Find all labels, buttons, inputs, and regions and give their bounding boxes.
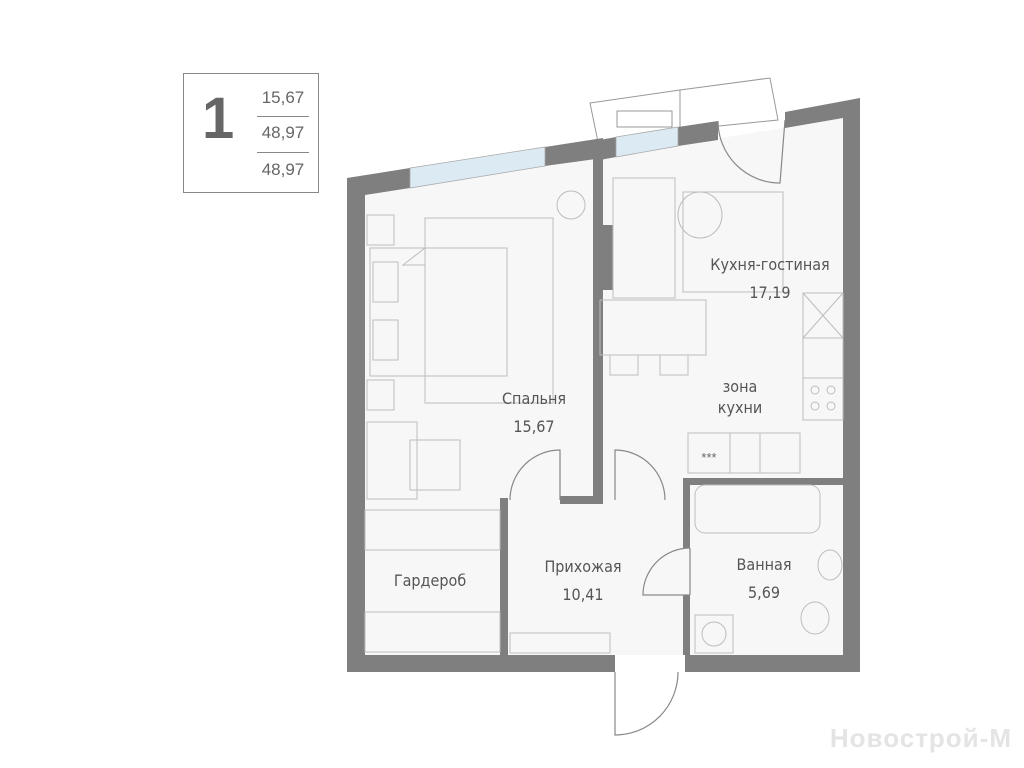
wardrobe-rail-bottom xyxy=(364,611,501,653)
rug xyxy=(424,217,554,404)
bedroom-label: Спальня xyxy=(502,389,566,408)
toilet xyxy=(800,601,830,635)
room-count: 1 xyxy=(202,86,235,151)
sink xyxy=(759,432,801,474)
plant-icon xyxy=(556,190,586,220)
hallway-area: 10,41 xyxy=(562,585,603,604)
radiator-icon xyxy=(616,110,673,128)
chair xyxy=(409,439,461,491)
hob-icon xyxy=(802,377,844,421)
kitchen-zone-label-2: кухни xyxy=(718,398,763,417)
furniture xyxy=(364,177,844,654)
bathroom-label: Ванная xyxy=(737,555,792,574)
apartment-summary: 1 15,67 48,97 48,97 xyxy=(183,73,319,193)
dining-table xyxy=(599,299,707,356)
living-label: Кухня-гостиная xyxy=(710,255,829,274)
bathroom-door xyxy=(642,547,691,596)
stove-marks: *** xyxy=(701,450,716,465)
window-bedroom xyxy=(409,146,546,189)
total-area: 48,97 xyxy=(261,123,305,142)
divider xyxy=(257,116,309,117)
windows xyxy=(409,126,679,189)
bathroom-area: 5,69 xyxy=(748,583,780,602)
walls xyxy=(347,98,860,672)
total-area-balcony: 48,97 xyxy=(261,160,305,179)
desk xyxy=(366,421,418,500)
entrance-door xyxy=(614,671,679,736)
bedroom-door xyxy=(509,449,561,501)
shoe-rack xyxy=(509,632,611,654)
window-living xyxy=(615,126,679,158)
washing-machine xyxy=(694,614,734,654)
doors xyxy=(509,119,786,736)
watermark: Новострой-М xyxy=(829,723,1012,753)
living-area: 15,67 xyxy=(261,88,305,107)
living-area: 17,19 xyxy=(749,283,790,302)
living-door xyxy=(614,449,666,501)
sofa xyxy=(612,177,676,299)
balcony-door xyxy=(717,119,786,184)
kitchen-zone-label: зона xyxy=(723,377,758,396)
bathtub xyxy=(694,484,821,534)
bed xyxy=(369,247,508,377)
floor xyxy=(365,118,843,655)
living-rug xyxy=(682,191,784,293)
wardrobe-label: Гардероб xyxy=(394,571,467,590)
wardrobe-rail-top xyxy=(364,509,501,551)
divider xyxy=(257,152,309,153)
washbasin xyxy=(817,549,843,581)
hallway-label: Прихожая xyxy=(544,557,621,576)
bedroom-area: 15,67 xyxy=(513,417,554,436)
